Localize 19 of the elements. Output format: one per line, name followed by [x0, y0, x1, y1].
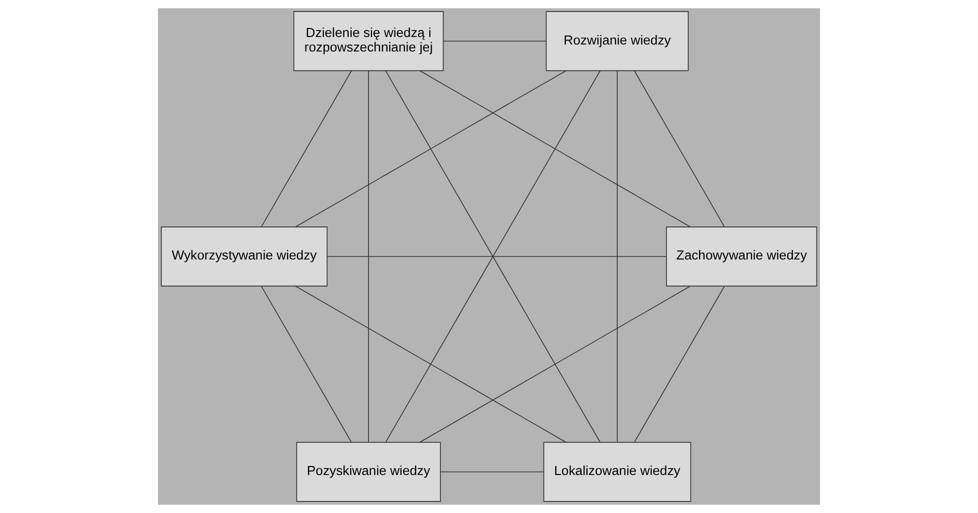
connector: [326, 256, 667, 257]
connector: [419, 70, 691, 228]
connector: [616, 70, 618, 443]
node-box: Zachowywanie wiedzy: [666, 226, 818, 286]
node-box: Rozwijanie wiedzy: [546, 11, 689, 72]
connector: [260, 70, 352, 228]
connector: [295, 286, 566, 443]
connector: [634, 286, 725, 443]
connector: [260, 286, 352, 443]
node-box: Dzielenie się wiedzą i rozpowszechnianie jej: [293, 11, 444, 72]
connector: [368, 70, 369, 442]
connector: [634, 70, 725, 228]
connector: [440, 471, 544, 472]
connector: [419, 286, 691, 443]
node-box: Wykorzystywanie wiedzy: [160, 226, 328, 286]
node-box: Pozyskiwanie wiedzy: [296, 442, 441, 502]
node-box: Lokalizowanie wiedzy: [543, 442, 692, 502]
connector: [443, 40, 546, 42]
connector: [295, 70, 566, 228]
